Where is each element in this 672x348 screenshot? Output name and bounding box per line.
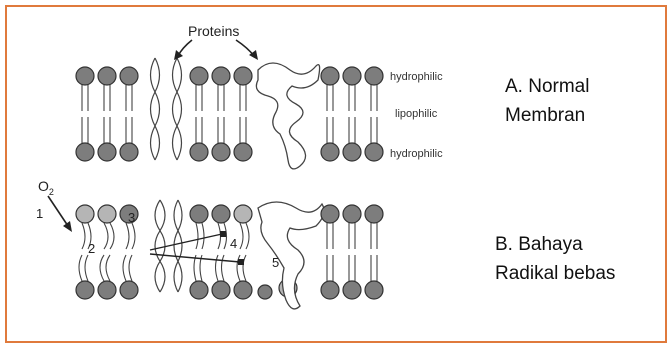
lipid-head	[343, 67, 361, 85]
caption-a-line1: A. Normal	[505, 72, 589, 101]
lipid-head	[190, 205, 208, 223]
lipid-tail	[132, 223, 135, 249]
lipid-head	[98, 143, 116, 161]
protein-helix	[151, 58, 156, 160]
radical-point	[238, 259, 244, 265]
lipid-head	[120, 143, 138, 161]
protein-helix	[174, 200, 178, 292]
lipid-head	[212, 281, 230, 299]
lipid-head	[76, 205, 94, 223]
caption-free-radical-damage: B. Bahaya Radikal bebas	[495, 230, 615, 288]
protein-helix	[155, 58, 160, 160]
lipid-head	[190, 67, 208, 85]
lipid-head	[365, 205, 383, 223]
lipid-head	[321, 281, 339, 299]
step-number-3: 3	[128, 210, 135, 225]
lipid-head	[321, 67, 339, 85]
protein-helix	[160, 200, 165, 292]
lipid-tail	[202, 223, 204, 249]
lipid-head	[120, 281, 138, 299]
proteins-label: Proteins	[188, 23, 239, 39]
lipid-head	[365, 143, 383, 161]
lipid-tail	[237, 255, 240, 281]
oxygen-label: O2	[38, 178, 54, 197]
lipid-head	[343, 143, 361, 161]
lipid-tail	[123, 255, 126, 281]
caption-a-line2: Membran	[505, 101, 589, 130]
lipid-tail	[240, 223, 243, 249]
lipid-tail	[126, 223, 129, 249]
lipid-head-small	[258, 285, 272, 299]
lipid-head	[98, 205, 116, 223]
lipid-head	[212, 205, 230, 223]
lipid-head	[98, 67, 116, 85]
layer-label-hydrophilic-bottom: hydrophilic	[390, 148, 443, 160]
lipid-tail	[110, 223, 114, 249]
oxygen-attack-arrow	[48, 196, 68, 226]
step-number-1: 1	[36, 206, 43, 221]
lipid-head	[234, 143, 252, 161]
lipid-head	[76, 67, 94, 85]
lipid-head	[212, 143, 230, 161]
lipid-tail	[243, 255, 246, 281]
lipid-head	[343, 281, 361, 299]
lipid-tail	[106, 255, 110, 281]
lipid-head	[76, 281, 94, 299]
layer-label-lipophilic: lipophilic	[395, 108, 438, 120]
lipid-tail	[100, 255, 104, 281]
lipid-head	[212, 67, 230, 85]
lipid-head	[234, 205, 252, 223]
lipid-tail	[104, 223, 108, 249]
lipid-head	[321, 205, 339, 223]
lipid-head	[120, 67, 138, 85]
protein-helix	[177, 58, 182, 160]
normal-membrane	[76, 58, 383, 169]
lipid-head	[365, 281, 383, 299]
lipid-tail	[216, 255, 219, 281]
lipid-tail	[196, 223, 198, 249]
lipid-head	[98, 281, 116, 299]
caption-normal-membrane: A. Normal Membran	[505, 72, 589, 130]
lipid-tail	[194, 255, 196, 281]
protein-helix	[173, 58, 178, 160]
lipid-tail	[246, 223, 249, 249]
oxygen-arrowhead	[63, 221, 72, 232]
lipid-head	[234, 281, 252, 299]
damaged-membrane	[48, 196, 383, 309]
protein-helix	[155, 200, 160, 292]
lipid-head	[365, 67, 383, 85]
lipid-head	[190, 281, 208, 299]
lipid-tail	[222, 255, 225, 281]
transmembrane-protein	[256, 63, 319, 169]
step-number-5: 5	[272, 255, 279, 270]
lipid-head	[76, 143, 94, 161]
lipid-tail	[129, 255, 132, 281]
lipid-head	[234, 67, 252, 85]
lipid-head	[343, 205, 361, 223]
step-number-2: 2	[88, 241, 95, 256]
caption-b-line2: Radikal bebas	[495, 259, 615, 288]
radical-point	[220, 231, 226, 237]
lipid-tail	[85, 255, 88, 281]
lipid-head	[190, 143, 208, 161]
lipid-head	[321, 143, 339, 161]
caption-b-line1: B. Bahaya	[495, 230, 615, 259]
radical-propagation-line	[150, 234, 222, 250]
lipid-tail	[79, 255, 82, 281]
layer-label-hydrophilic-top: hydrophilic	[390, 71, 443, 83]
lipid-tail	[82, 223, 85, 249]
protein-helix	[178, 200, 182, 292]
step-number-4: 4	[230, 236, 237, 251]
